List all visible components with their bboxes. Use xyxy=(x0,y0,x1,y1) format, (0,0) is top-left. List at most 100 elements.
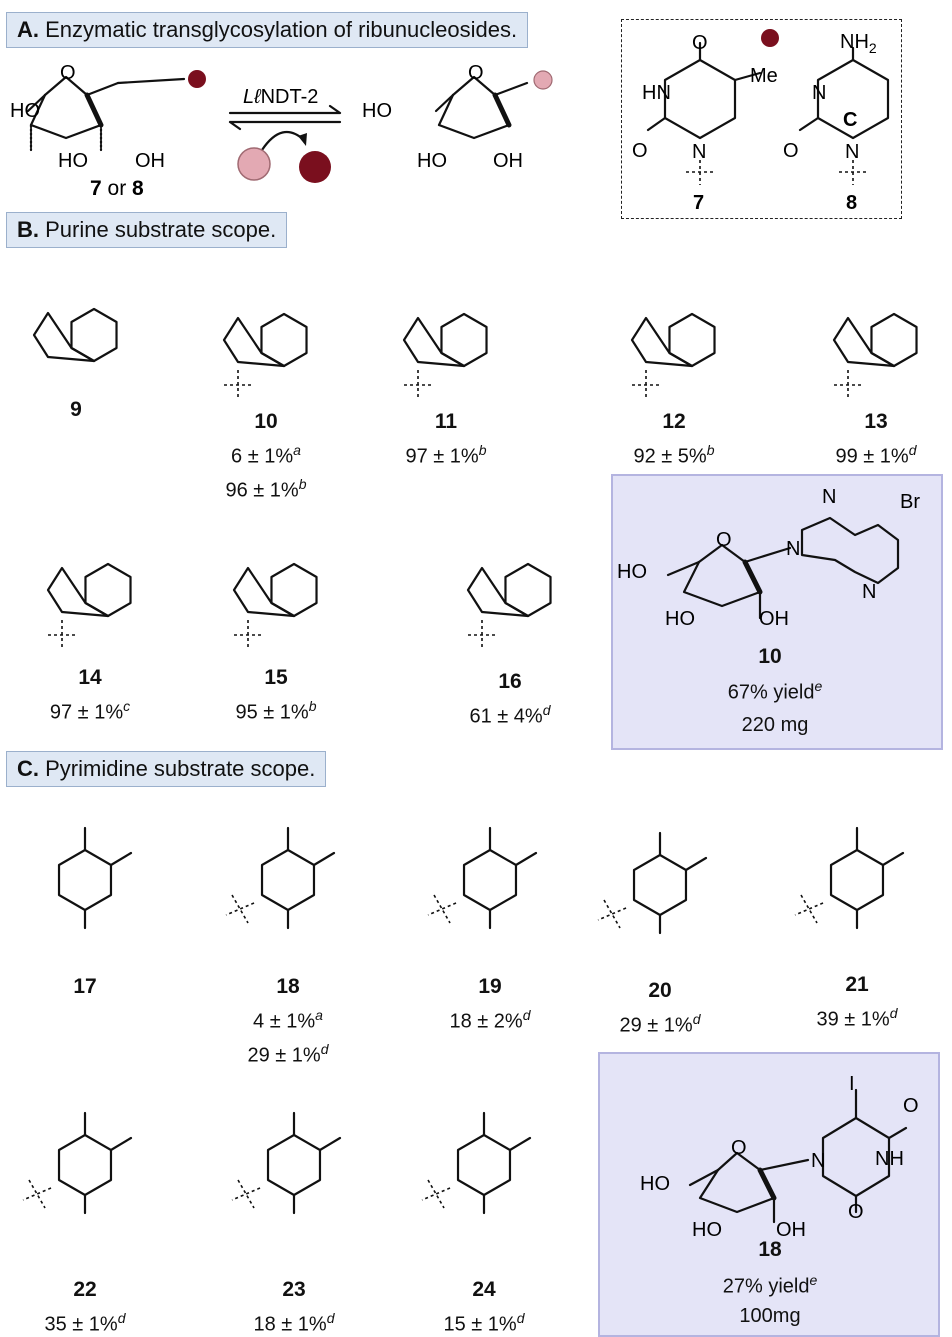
attachment-bond xyxy=(225,894,255,924)
pyrimidine-ring-24 xyxy=(421,1111,532,1215)
attachment-bond xyxy=(234,620,262,650)
donor-base-dot xyxy=(188,70,206,88)
five-ring xyxy=(630,316,694,368)
product-18-structure: HO O HO OH I O NH N O xyxy=(640,1073,919,1241)
pyrimidine-value-24: 15 ± 1%d xyxy=(443,1310,525,1336)
label-o: O xyxy=(468,62,484,84)
attachment-bond xyxy=(421,1179,451,1209)
pyrimidine-ring-22 xyxy=(22,1111,133,1215)
purine-value-10: 6 ± 1%a xyxy=(231,442,301,468)
attachment-bond xyxy=(231,1179,261,1209)
base-8-label: 8 xyxy=(846,192,857,214)
attachment-bond xyxy=(794,894,824,924)
product-10-mass: 220 mg xyxy=(741,714,809,736)
five-ring xyxy=(232,566,296,618)
attachment-bond xyxy=(834,370,862,400)
section-b-title: Purine substrate scope. xyxy=(39,217,277,242)
pyrimidine-label-18: 18 xyxy=(276,975,300,998)
generated-structures xyxy=(22,307,918,1215)
purine-ring-12 xyxy=(630,312,716,400)
six-ring xyxy=(632,853,688,917)
product-18-label: 18 xyxy=(758,1238,782,1261)
label-ho: HO xyxy=(417,150,447,172)
pyrimidine-label-22: 22 xyxy=(73,1278,97,1301)
substituent-bonds xyxy=(83,1111,133,1215)
label-oh: OH xyxy=(493,150,523,172)
label-ho: HO xyxy=(692,1219,722,1241)
six-ring xyxy=(504,562,552,618)
pyrimidine-value-20: 29 ± 1%d xyxy=(619,1011,701,1037)
purine-label-9: 9 xyxy=(70,398,82,421)
attachment-bond xyxy=(427,894,457,924)
label-o: O xyxy=(692,32,708,54)
substituent-bonds xyxy=(488,826,538,930)
section-b-header: B. Purine substrate scope. xyxy=(6,212,288,248)
pyrimidine-ring-17 xyxy=(57,826,133,930)
purine-ring-13 xyxy=(832,312,918,400)
purine-label-14: 14 xyxy=(78,666,102,689)
six-ring xyxy=(260,312,308,368)
purine-ring-10 xyxy=(222,312,308,400)
pyrimidine-label-23: 23 xyxy=(282,1278,306,1301)
label-n: N xyxy=(786,538,800,560)
equilibrium-arrows xyxy=(228,104,342,152)
label-oh: OH xyxy=(759,608,789,630)
six-ring xyxy=(260,848,316,912)
product-10-structure: HO O HO OH N N N Br xyxy=(617,486,920,630)
label-n: N xyxy=(845,141,859,163)
section-a-letter: A. xyxy=(17,17,39,42)
pyrimidine-ring-20 xyxy=(597,831,708,935)
label-ho: HO xyxy=(362,100,392,122)
label-o: O xyxy=(848,1201,864,1223)
section-c-letter: C. xyxy=(17,756,39,781)
purine-label-12: 12 xyxy=(662,410,686,433)
six-ring xyxy=(270,562,318,618)
purine-label-15: 15 xyxy=(264,666,288,689)
label-br: Br xyxy=(900,491,920,513)
purine-ring-16 xyxy=(466,562,552,650)
pyrimidine-ring-23 xyxy=(231,1111,342,1215)
six-ring xyxy=(829,848,885,912)
label-n: N xyxy=(811,1150,825,1172)
product-10-label: 10 xyxy=(758,645,782,668)
attachment-bond xyxy=(597,899,627,929)
acceptor-dot xyxy=(237,147,271,181)
substituent-bonds xyxy=(83,826,133,930)
substituent-bonds xyxy=(286,826,336,930)
six-ring xyxy=(70,307,118,363)
purine-label-16: 16 xyxy=(498,670,522,693)
purine-ring-9 xyxy=(32,307,118,363)
section-a-title: Enzymatic transglycosylation of ribunucl… xyxy=(39,17,518,42)
label-o: O xyxy=(783,140,799,162)
base-7-label: 7 xyxy=(693,192,704,214)
attachment-bond xyxy=(224,370,252,400)
label-o: O xyxy=(60,62,76,84)
six-ring xyxy=(456,1133,512,1197)
start-label: 7 or 8 xyxy=(90,177,144,200)
pyrimidine-value-18: 29 ± 1%d xyxy=(247,1041,329,1067)
label-i: I xyxy=(849,1073,855,1095)
attachment-bond xyxy=(22,1179,52,1209)
pyrimidine-value-23: 18 ± 1%d xyxy=(253,1310,335,1336)
five-ring xyxy=(46,566,110,618)
product-18-mass: 100mg xyxy=(739,1305,801,1327)
attachment-bond xyxy=(468,620,496,650)
label-c: C xyxy=(843,109,857,131)
pyrimidine-value-19: 18 ± 2%d xyxy=(449,1007,531,1033)
purine-value-16: 61 ± 4%d xyxy=(469,702,551,728)
label-nh2: NH2 xyxy=(840,31,877,56)
label-ho: HO xyxy=(640,1173,670,1195)
five-ring xyxy=(466,566,530,618)
label-me: Me xyxy=(750,65,778,87)
purine-value-13: 99 ± 1%d xyxy=(835,442,917,468)
six-ring xyxy=(84,562,132,618)
substituent-bonds xyxy=(482,1111,532,1215)
enzyme-label: LℓNDT-2 xyxy=(243,86,318,108)
pyrimidine-value-18: 4 ± 1%a xyxy=(253,1007,323,1033)
label-ho: HO xyxy=(665,608,695,630)
section-c-header: C. Pyrimidine substrate scope. xyxy=(6,751,327,787)
substituent-bonds xyxy=(292,1111,342,1215)
attachment-bond xyxy=(404,370,432,400)
label-ho: HO xyxy=(58,150,88,172)
